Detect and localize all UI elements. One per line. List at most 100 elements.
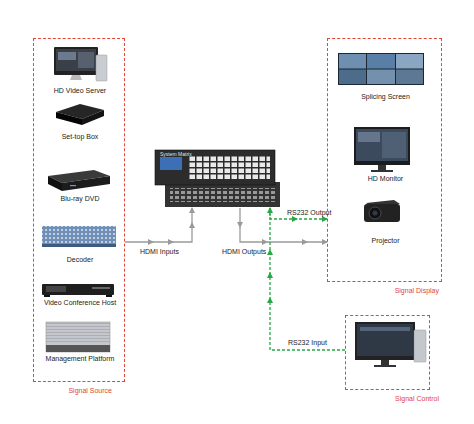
management-platform-icon	[46, 345, 110, 352]
flow-arrowheads	[189, 222, 195, 228]
control-computer-icon	[360, 327, 410, 331]
management-platform-icon	[46, 322, 110, 352]
splicing-screen-icon	[339, 70, 366, 85]
bluray-player-icon	[70, 185, 76, 186]
set-top-box-icon	[82, 110, 104, 125]
edge-label: RS232 Input	[288, 338, 327, 347]
management-platform-icon	[46, 322, 110, 344]
hd-monitor-icon	[382, 132, 406, 158]
video-server-icon	[54, 47, 98, 75]
group-box: Signal Control	[345, 315, 430, 390]
conference-host-icon	[92, 287, 110, 289]
projector-icon	[364, 204, 400, 222]
group-box: Signal SourceHD Video ServerSet-top BoxB…	[33, 38, 125, 382]
management-platform-icon	[46, 322, 110, 352]
decoder-icon	[42, 226, 116, 247]
device-caption: HD Video Server	[36, 86, 124, 95]
splicing-screen-icon	[339, 54, 366, 69]
control-computer-icon	[355, 322, 415, 360]
edge-label: RS232 Output	[287, 208, 331, 217]
video-server-icon	[78, 52, 94, 68]
video-server-icon	[96, 55, 107, 81]
projector-icon	[373, 211, 378, 216]
splicing-screen-icon	[367, 70, 395, 85]
hd-monitor-icon	[358, 132, 380, 142]
flow-arrowheads	[262, 239, 268, 245]
video-server-icon	[54, 47, 107, 81]
device-caption: Set-top Box	[36, 132, 124, 141]
flow-arrowheads	[148, 239, 154, 245]
hd-monitor-icon	[378, 165, 386, 170]
edge-label: HDMI Inputs	[140, 247, 179, 256]
hd-monitor-icon	[371, 170, 393, 172]
conference-host-icon	[42, 284, 114, 295]
matrix-switcher-icon	[188, 155, 270, 179]
conference-host-icon	[46, 286, 66, 292]
hd-monitor-icon	[356, 129, 408, 161]
device-caption: Video Conference Host	[30, 298, 130, 307]
hd-monitor-icon	[354, 127, 410, 165]
flow-arrowheads	[302, 239, 308, 245]
device: Decoder	[36, 219, 124, 264]
device-caption: Management Platform	[30, 354, 130, 363]
device-caption: HD Monitor	[333, 174, 438, 183]
control-computer-icon	[381, 360, 389, 365]
set-top-box-icon	[56, 104, 104, 125]
bluray-player-icon	[48, 176, 62, 191]
video-server-icon	[56, 49, 96, 71]
device: HD Monitor	[333, 127, 438, 183]
signal-line	[270, 208, 345, 350]
splicing-screen-icon	[367, 54, 395, 69]
device-caption: Projector	[333, 236, 438, 245]
flow-arrowheads	[292, 216, 298, 222]
flow-arrowheads	[267, 249, 273, 255]
device: Video Conference Host	[30, 277, 130, 307]
video-server-icon	[70, 75, 82, 80]
decoder-icon	[42, 244, 116, 247]
device: Set-top Box	[36, 99, 124, 141]
matrix-switcher-icon	[155, 150, 275, 185]
device: HD Video Server	[36, 45, 124, 95]
flow-arrowheads	[237, 222, 243, 228]
panel-text: System Matrix	[160, 151, 192, 157]
matrix-switcher-icon	[170, 188, 275, 202]
device: Splicing Screen	[333, 51, 438, 101]
flow-arrowheads	[168, 239, 174, 245]
flow-arrowheads	[267, 297, 273, 303]
matrix-switcher-icon	[155, 150, 280, 207]
matrix-switcher-icon	[165, 182, 280, 207]
matrix-switcher: System Matrix	[155, 150, 280, 208]
conference-host-icon	[44, 295, 50, 297]
decoder-icon	[42, 226, 116, 246]
splicing-screen-icon	[338, 53, 424, 85]
hd-monitor-icon	[354, 127, 410, 172]
device: Projector	[333, 197, 438, 245]
control-computer-icon	[414, 330, 426, 362]
splicing-screen-icon	[396, 54, 423, 69]
flow-arrowheads	[148, 216, 308, 303]
decoder-icon	[42, 226, 116, 246]
edge-label: HDMI Outputs	[222, 247, 266, 256]
control-computer-icon	[355, 322, 426, 367]
device-caption: Decoder	[36, 255, 124, 264]
group-heading: Signal Display	[395, 287, 439, 294]
group-box: Signal DisplaySplicing ScreenHD MonitorP…	[327, 38, 442, 282]
matrix-switcher-icon	[160, 157, 182, 170]
video-server-icon	[58, 52, 76, 60]
group-heading: Signal Source	[68, 387, 112, 394]
device-caption: Blu-ray DVD	[36, 194, 124, 203]
set-top-box-icon	[56, 112, 82, 125]
bluray-player-icon	[62, 176, 110, 191]
flow-arrowheads	[267, 272, 273, 278]
projector-icon	[369, 207, 381, 219]
control-computer-icon	[357, 324, 413, 356]
control-computer-icon	[374, 365, 396, 367]
device: Management Platform	[30, 319, 130, 363]
signal-line	[125, 208, 192, 242]
conference-host-icon	[42, 284, 114, 297]
bluray-player-icon	[48, 170, 110, 191]
device: Blu-ray DVD	[36, 163, 124, 203]
conference-host-icon	[106, 295, 112, 297]
group-heading: Signal Control	[395, 395, 439, 402]
